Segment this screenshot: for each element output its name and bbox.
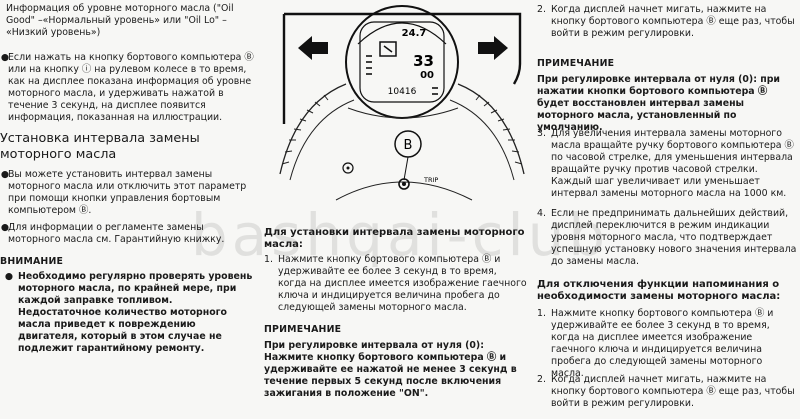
- display-odometer: 10416: [388, 87, 417, 97]
- setting-bullet-text: Вы можете установить интервал замены мот…: [8, 169, 247, 216]
- temp-bar-indicator: [432, 87, 438, 95]
- warning-lamp-icon: [342, 162, 354, 174]
- warning-item: ● Необходимо регулярно проверять уровень…: [4, 271, 256, 354]
- warranty-bullet-item: ● Для информации о регламенте замены мот…: [0, 222, 256, 248]
- left-turn-arrow-icon: [298, 36, 328, 60]
- note-text: При регулировке интервала от нуля (0): Н…: [264, 340, 517, 399]
- step-text: Нажмите кнопку бортового компьютера Ⓑ и …: [278, 254, 527, 313]
- left-gauge-inner-arc: [289, 99, 355, 181]
- button-b-label: B: [404, 138, 413, 153]
- disable-step-2: 2. Когда дисплей начнет мигать, нажмите …: [537, 374, 797, 414]
- display-window: [359, 21, 445, 103]
- step-number: 1.: [264, 254, 273, 265]
- step-text: Когда дисплей начнет мигать, нажмите на …: [551, 374, 795, 409]
- disable-reminder-title: Для отключения функции напоминания о нео…: [537, 279, 781, 302]
- step-number: 2.: [537, 4, 546, 15]
- disable-step-1: 1. Нажмите кнопку бортового компьютера Ⓑ…: [537, 308, 797, 379]
- lower-panel-curve: [335, 181, 473, 201]
- note-title: ПРИМЕЧАНИЕ: [264, 324, 342, 335]
- right-gauge-inner-arc: [449, 99, 515, 181]
- left-gauge-arc: [279, 83, 347, 175]
- step-text: Нажмите кнопку бортового компьютера Ⓑ и …: [551, 308, 774, 379]
- step-text: Для увеличения интервала замены моторног…: [551, 128, 794, 199]
- warranty-bullet-text: Для информации о регламенте замены мотор…: [8, 222, 225, 245]
- instrument-cluster-illustration: 24.7 33 00 10416 B TRIP: [279, 5, 525, 201]
- oil-level-info-text: Информация об уровне моторного масла ("O…: [6, 3, 234, 38]
- trip-label: TRIP: [423, 176, 438, 184]
- bullet-marker: ●: [0, 52, 10, 63]
- note-title: ПРИМЕЧАНИЕ: [537, 58, 615, 69]
- display-top-value: 24.7: [402, 28, 427, 39]
- instruction-step-1: 1. Нажмите кнопку бортового компьютера Ⓑ…: [264, 254, 528, 318]
- step-text: Когда дисплей начнет мигать, нажмите на …: [551, 4, 795, 39]
- button-b-leader-line: [403, 156, 409, 181]
- instruction-title: Для установки интервала замены моторного…: [264, 227, 525, 250]
- instruction-step-2: 2. Когда дисплей начнет мигать, нажмите …: [537, 4, 797, 44]
- right-gauge-ticks: [475, 94, 523, 165]
- left-gauge-ticks: [281, 94, 329, 165]
- bullet-marker: ●: [0, 222, 10, 233]
- display-top-arc: [357, 22, 447, 45]
- bullet-marker: ●: [0, 169, 10, 180]
- step-number: 2.: [537, 374, 546, 385]
- note-text: При регулировке интервала от нуля (0): п…: [537, 74, 780, 133]
- bullet-marker: ●: [4, 271, 14, 282]
- step-number: 4.: [537, 208, 546, 219]
- info-bullet-text: Если нажать на кнопку бортового компьюте…: [8, 52, 254, 123]
- instruction-step-3: 3. Для увеличения интервала замены мотор…: [537, 128, 797, 204]
- setting-bullet-item: ● Вы можете установить интервал замены м…: [0, 169, 256, 219]
- fuel-bar-indicator: [366, 55, 372, 75]
- warning-text: Необходимо регулярно проверять уровень м…: [18, 271, 253, 354]
- trip-knob-icon: [398, 178, 410, 190]
- right-turn-arrow-icon: [478, 36, 508, 60]
- wrench-service-icon: [379, 41, 397, 57]
- step-number: 1.: [537, 308, 546, 319]
- cluster-frame-top: [284, 12, 522, 85]
- section-title: Установка интервала замены моторного мас…: [0, 131, 200, 162]
- warning-title: ВНИМАНИЕ: [0, 256, 64, 267]
- display-mid-value: 33: [413, 52, 434, 70]
- step-text: Если не предпринимать дальнейших действи…: [551, 208, 797, 267]
- display-small-value: 00: [420, 70, 434, 81]
- instruction-step-4: 4. Если не предпринимать дальнейших дейс…: [537, 208, 797, 272]
- step-number: 3.: [537, 128, 546, 139]
- lower-panel-arc: [347, 107, 459, 119]
- right-gauge-arc: [457, 83, 525, 175]
- info-bullet-item: ● Если нажать на кнопку бортового компью…: [0, 52, 256, 124]
